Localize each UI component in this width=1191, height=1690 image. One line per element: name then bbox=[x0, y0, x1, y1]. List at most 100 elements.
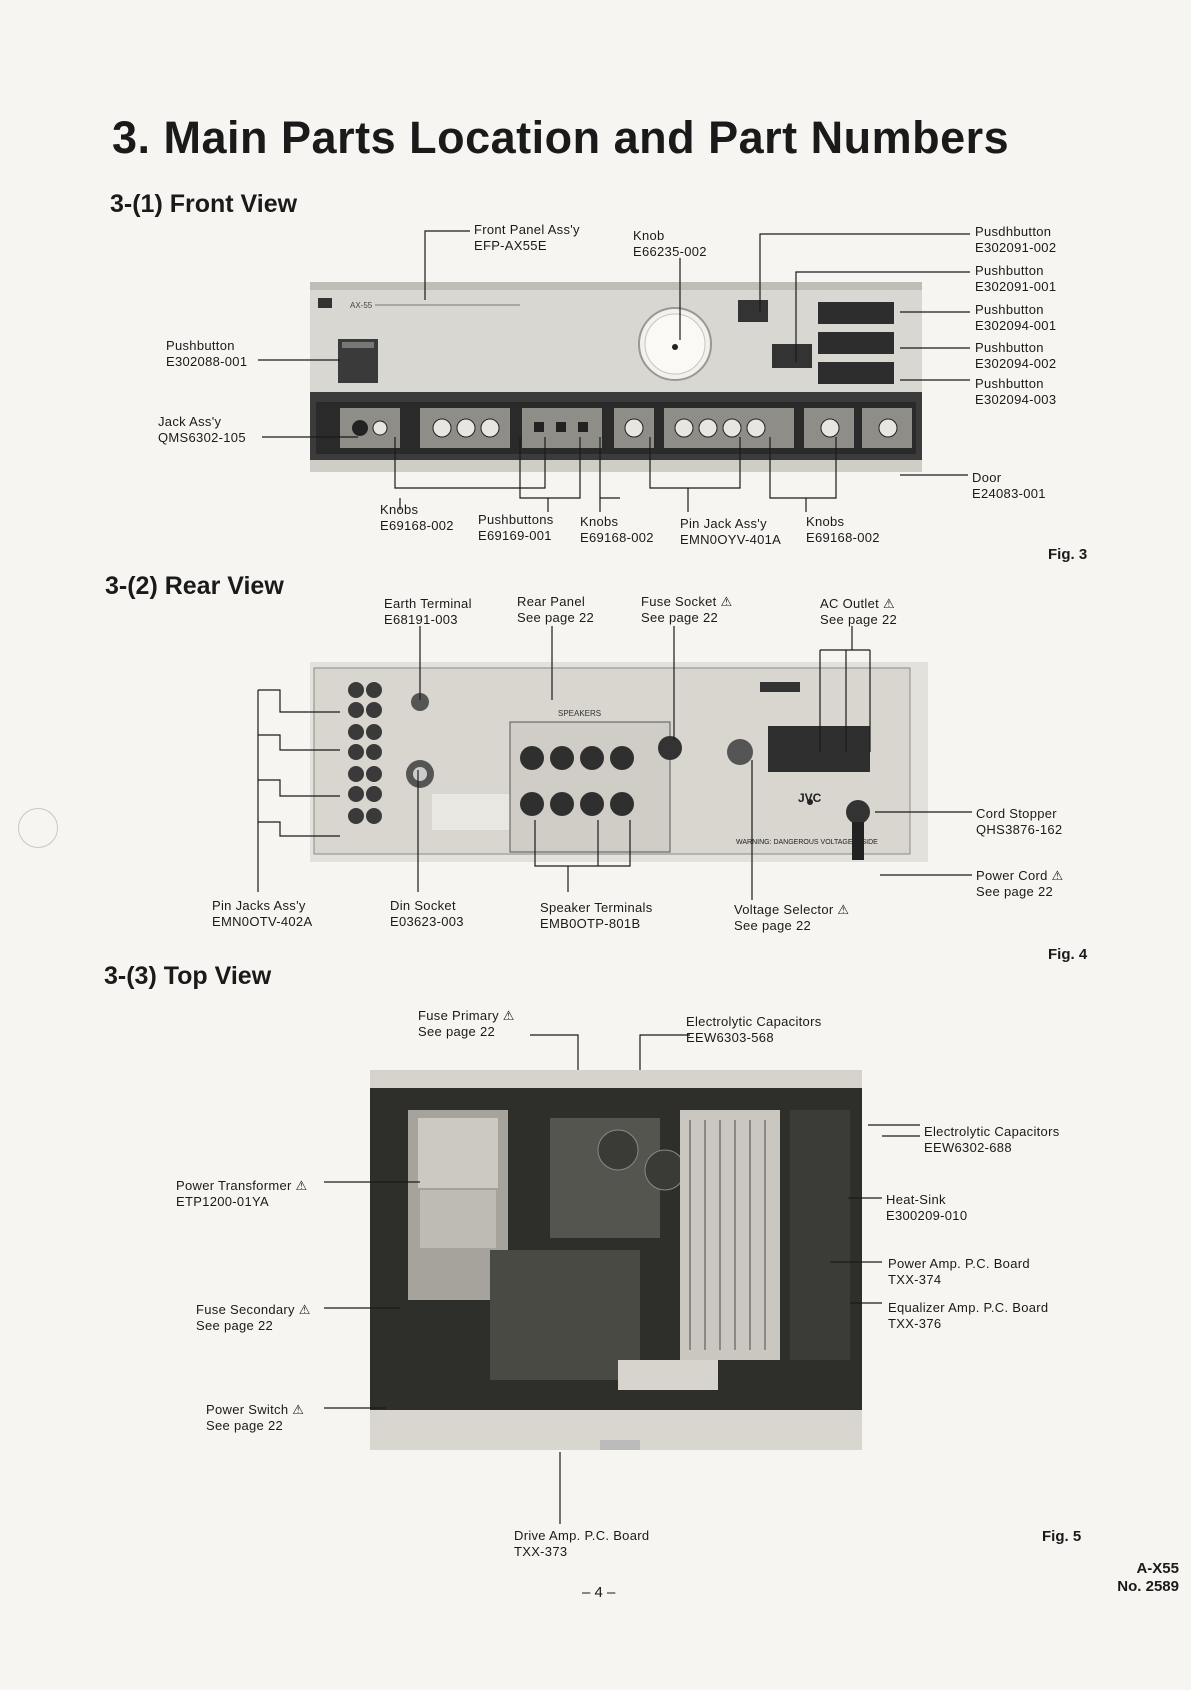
label-pushbutton-4: Pushbutton E302094-002 bbox=[975, 340, 1056, 372]
rear-view-photo: SPEAKERS JVC WARNING: DANGEROUS VOLTAGE … bbox=[310, 662, 928, 862]
label-front-panel: Front Panel Ass'y EFP-AX55E bbox=[474, 222, 580, 254]
heat-sink-name: Heat-Sink bbox=[886, 1192, 946, 1207]
power-cord-part: See page 22 bbox=[976, 884, 1054, 899]
model-name: A-X55 bbox=[1136, 1560, 1179, 1577]
front-model-text: AX-55 bbox=[350, 301, 373, 310]
fuse-primary-name: Fuse Primary ⚠ bbox=[418, 1008, 515, 1023]
label-electrolytic-2: Electrolytic Capacitors EEW6302-688 bbox=[924, 1124, 1060, 1156]
knobs-2-part: E69168-002 bbox=[580, 530, 654, 545]
equalizer-amp-name: Equalizer Amp. P.C. Board bbox=[888, 1300, 1049, 1315]
knobs-1-name: Knobs bbox=[380, 502, 419, 517]
earth-part: E68191-003 bbox=[384, 612, 458, 627]
heat-sink-part: E300209-010 bbox=[886, 1208, 968, 1223]
label-electrolytic-1: Electrolytic Capacitors EEW6303-568 bbox=[686, 1014, 822, 1046]
knob-volume-name: Knob bbox=[633, 228, 665, 243]
label-knobs-1: Knobs E69168-002 bbox=[380, 502, 454, 534]
pin-jack-name: Pin Jack Ass'y bbox=[680, 516, 767, 531]
label-pin-jack: Pin Jack Ass'y EMN0OYV-401A bbox=[680, 516, 781, 548]
label-din-socket: Din Socket E03623-003 bbox=[390, 898, 464, 930]
rear-speakers-text: SPEAKERS bbox=[558, 709, 601, 718]
electrolytic-2-name: Electrolytic Capacitors bbox=[924, 1124, 1060, 1139]
pin-jack-part: EMN0OYV-401A bbox=[680, 532, 782, 547]
rear-warning-text: WARNING: DANGEROUS VOLTAGE INSIDE bbox=[736, 839, 878, 846]
label-knobs-2: Knobs E69168-002 bbox=[580, 514, 654, 546]
label-knob-volume: Knob E66235-002 bbox=[633, 228, 707, 260]
voltage-selector-part: See page 22 bbox=[734, 918, 812, 933]
section-heading-front: 3-(1) Front View bbox=[110, 190, 298, 218]
front-view-photo: AX-55 bbox=[310, 282, 922, 472]
jack-part: QMS6302-105 bbox=[158, 430, 246, 445]
knob-volume-part: E66235-002 bbox=[633, 244, 707, 259]
pushbutton-1-part: E302091-002 bbox=[975, 240, 1057, 255]
top-view-photo bbox=[370, 1070, 862, 1450]
electrolytic-1-name: Electrolytic Capacitors bbox=[686, 1014, 822, 1029]
rear-brand-text: JVC bbox=[798, 791, 822, 805]
label-power-amp: Power Amp. P.C. Board TXX-374 bbox=[888, 1256, 1030, 1288]
electrolytic-2-part: EEW6302-688 bbox=[924, 1140, 1012, 1155]
label-pin-jacks: Pin Jacks Ass'y EMN0OTV-402A bbox=[212, 898, 312, 930]
label-fuse-secondary: Fuse Secondary ⚠ See page 22 bbox=[196, 1302, 311, 1334]
label-knobs-3: Knobs E69168-002 bbox=[806, 514, 880, 546]
pushbutton-1-name: Pusdhbutton bbox=[975, 224, 1052, 239]
figure-label-rear: Fig. 4 bbox=[1048, 946, 1088, 963]
jack-name: Jack Ass'y bbox=[158, 414, 222, 429]
label-fuse-primary: Fuse Primary ⚠ See page 22 bbox=[418, 1008, 515, 1040]
label-power-cord: Power Cord ⚠ See page 22 bbox=[976, 868, 1064, 900]
section-heading-top: 3-(3) Top View bbox=[104, 962, 272, 990]
pushbutton-4-name: Pushbutton bbox=[975, 340, 1044, 355]
power-transformer-name: Power Transformer ⚠ bbox=[176, 1178, 308, 1193]
label-pushbutton-1: Pusdhbutton E302091-002 bbox=[975, 224, 1056, 256]
pushbutton-3-name: Pushbutton bbox=[975, 302, 1044, 317]
power-amp-part: TXX-374 bbox=[888, 1272, 942, 1287]
ac-outlet-part: See page 22 bbox=[820, 612, 898, 627]
label-ac-outlet: AC Outlet ⚠ See page 22 bbox=[820, 596, 897, 628]
model-block: A-X55 No. 2589 bbox=[1117, 1560, 1179, 1596]
label-drive-amp: Drive Amp. P.C. Board TXX-373 bbox=[514, 1528, 649, 1560]
rear-panel-part: See page 22 bbox=[517, 610, 595, 625]
front-panel-part: EFP-AX55E bbox=[474, 238, 547, 253]
drive-amp-name: Drive Amp. P.C. Board bbox=[514, 1528, 650, 1543]
din-socket-part: E03623-003 bbox=[390, 914, 464, 929]
label-equalizer-amp: Equalizer Amp. P.C. Board TXX-376 bbox=[888, 1300, 1048, 1332]
pushbutton-5-name: Pushbutton bbox=[975, 376, 1044, 391]
power-amp-name: Power Amp. P.C. Board bbox=[888, 1256, 1030, 1271]
drive-amp-part: TXX-373 bbox=[514, 1544, 568, 1559]
label-pushbutton-power: Pushbutton E302088-001 bbox=[166, 338, 247, 370]
voltage-selector-name: Voltage Selector ⚠ bbox=[734, 902, 850, 917]
cord-stopper-part: QHS3876-162 bbox=[976, 822, 1063, 837]
ac-outlet-name: AC Outlet ⚠ bbox=[820, 596, 895, 611]
pushbutton-2-part: E302091-001 bbox=[975, 279, 1057, 294]
power-cord-name: Power Cord ⚠ bbox=[976, 868, 1064, 883]
electrolytic-1-part: EEW6303-568 bbox=[686, 1030, 774, 1045]
door-part: E24083-001 bbox=[972, 486, 1046, 501]
label-speaker-terminals: Speaker Terminals EMB0OTP-801B bbox=[540, 900, 653, 932]
label-rear-panel: Rear Panel See page 22 bbox=[517, 594, 594, 626]
label-pushbutton-2: Pushbutton E302091-001 bbox=[975, 263, 1056, 295]
din-socket-name: Din Socket bbox=[390, 898, 456, 913]
label-cord-stopper: Cord Stopper QHS3876-162 bbox=[976, 806, 1062, 838]
label-heat-sink: Heat-Sink E300209-010 bbox=[886, 1192, 967, 1224]
door-name: Door bbox=[972, 470, 1002, 485]
pushbutton-power-part: E302088-001 bbox=[166, 354, 248, 369]
pushbutton-3-part: E302094-001 bbox=[975, 318, 1057, 333]
earth-name: Earth Terminal bbox=[384, 596, 472, 611]
figure-label-top: Fig. 5 bbox=[1042, 1528, 1082, 1545]
doc-number: No. 2589 bbox=[1117, 1578, 1179, 1595]
knobs-3-part: E69168-002 bbox=[806, 530, 880, 545]
pin-jacks-name: Pin Jacks Ass'y bbox=[212, 898, 306, 913]
label-fuse-socket: Fuse Socket ⚠ See page 22 bbox=[641, 594, 732, 626]
label-earth: Earth Terminal E68191-003 bbox=[384, 596, 472, 628]
label-power-transformer: Power Transformer ⚠ ETP1200-01YA bbox=[176, 1178, 308, 1210]
page-number: – 4 – bbox=[582, 1584, 616, 1601]
pushbuttons-part: E69169-001 bbox=[478, 528, 552, 543]
power-transformer-part: ETP1200-01YA bbox=[176, 1194, 269, 1209]
fuse-secondary-name: Fuse Secondary ⚠ bbox=[196, 1302, 311, 1317]
pushbutton-2-name: Pushbutton bbox=[975, 263, 1044, 278]
label-pushbutton-3: Pushbutton E302094-001 bbox=[975, 302, 1056, 334]
label-power-switch: Power Switch ⚠ See page 22 bbox=[206, 1402, 304, 1434]
figure-label-front: Fig. 3 bbox=[1048, 546, 1088, 563]
label-pushbuttons: Pushbuttons E69169-001 bbox=[478, 512, 554, 544]
power-switch-name: Power Switch ⚠ bbox=[206, 1402, 305, 1417]
pushbutton-power-name: Pushbutton bbox=[166, 338, 235, 353]
